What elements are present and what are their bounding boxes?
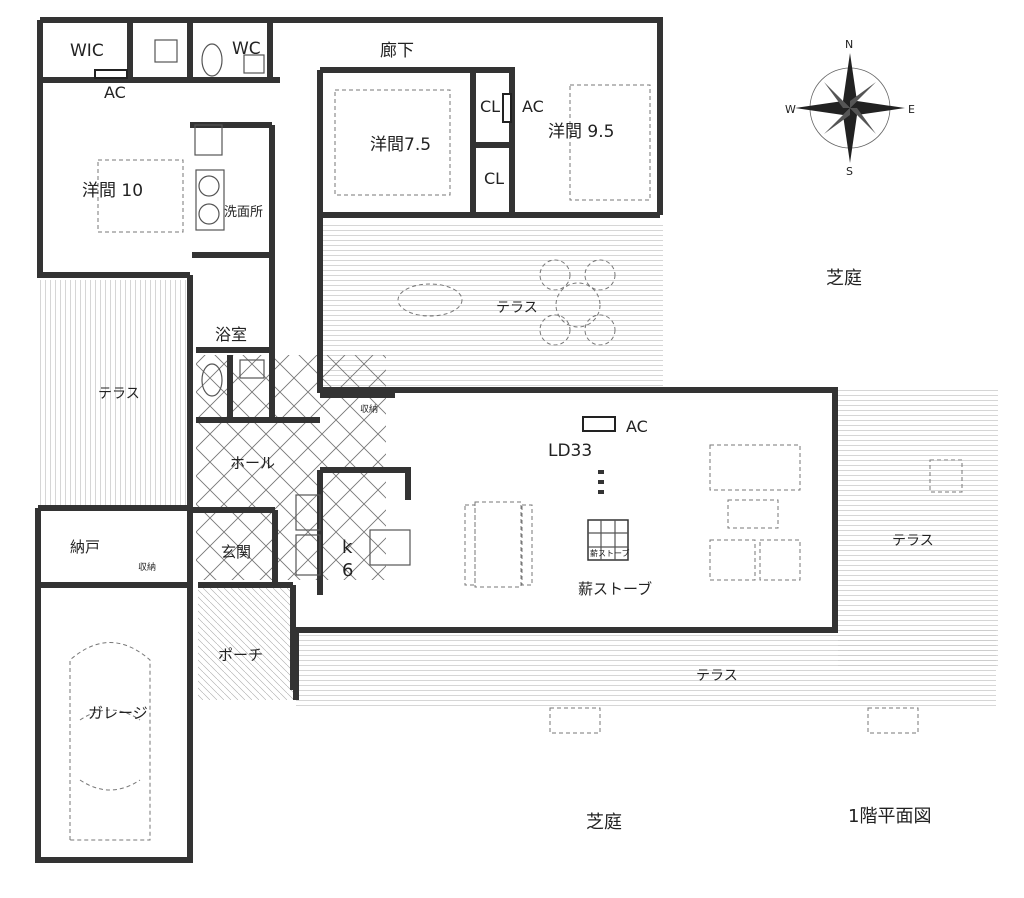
sink-lower	[198, 203, 220, 225]
terrace-west-deck	[40, 280, 190, 505]
label-ld: LD33	[548, 441, 592, 461]
label-cl-lower: CL	[484, 169, 504, 188]
cl-ac-unit	[502, 93, 512, 123]
label-lawn-south: 芝庭	[586, 812, 622, 833]
label-hall: ホール	[230, 454, 275, 472]
label-terrace-south: テラス	[696, 668, 738, 684]
label-terrace-north: テラス	[496, 300, 538, 316]
compass-w: W	[785, 103, 796, 116]
plan-title: 1階平面図	[848, 806, 931, 827]
label-wc: WC	[232, 39, 261, 59]
coffee-table	[727, 499, 779, 529]
fixtures	[69, 39, 963, 841]
compass-s: S	[846, 165, 853, 178]
car-outline	[69, 642, 151, 841]
compass-n: N	[845, 38, 853, 51]
label-bath: 浴室	[215, 325, 247, 344]
label-entrance: 玄関	[221, 543, 251, 561]
label-garage: ガレージ	[88, 704, 148, 722]
terrace-south-deck	[296, 628, 996, 708]
label-wic: WIC	[70, 41, 104, 61]
bed-western-95	[569, 84, 651, 201]
label-ac-north: AC	[522, 97, 544, 116]
label-porch: ポーチ	[218, 646, 263, 664]
label-washroom: 洗面所	[224, 205, 263, 220]
label-kitchen-size: 6	[342, 560, 353, 581]
stairs-mark	[194, 124, 223, 156]
bed-western-10	[97, 159, 184, 233]
wic-ac-unit	[94, 69, 128, 79]
toilet-lower	[201, 363, 223, 397]
compass-rose	[795, 53, 905, 163]
label-western-10: 洋間 10	[82, 181, 143, 201]
label-nando: 納戸	[70, 538, 100, 556]
label-western-95: 洋間 9.5	[548, 122, 614, 142]
ld-ac-unit	[582, 416, 616, 432]
compass-e: E	[908, 103, 915, 116]
label-terrace-east: テラス	[892, 533, 934, 549]
bed-western-75	[334, 89, 451, 196]
terrace-east-deck	[838, 390, 998, 670]
sofa-north	[709, 444, 801, 491]
label-corridor: 廊下	[380, 41, 414, 61]
exterior-walls	[35, 17, 838, 863]
dining-table	[474, 501, 522, 588]
label-western-75: 洋間7.5	[370, 135, 431, 155]
label-cl-upper: CL	[480, 97, 500, 116]
label-stove: 薪ストーブ	[578, 580, 652, 598]
labels: WIC WC AC 廊下 CL AC 洋間7.5 洋間 9.5 CL 洋間 10…	[70, 38, 934, 833]
label-terrace-west: テラス	[98, 386, 140, 402]
label-ac-ld: AC	[626, 417, 648, 436]
label-storage-hall: 収納	[360, 403, 378, 415]
terrace-table	[555, 282, 601, 328]
toilet-upper	[201, 43, 223, 77]
porch-tile	[198, 585, 293, 700]
label-storage-nando: 収納	[138, 561, 156, 573]
wc-sink	[243, 54, 265, 74]
sink-upper	[198, 175, 220, 197]
wood-stove	[587, 519, 629, 561]
label-kitchen-k: k	[342, 537, 353, 558]
kitchen-island	[369, 529, 411, 566]
interior-walls	[38, 22, 660, 690]
label-lawn-east: 芝庭	[826, 268, 862, 289]
label-ac-west: AC	[104, 83, 126, 102]
label-stove-small: 薪ストーブ	[590, 548, 630, 558]
